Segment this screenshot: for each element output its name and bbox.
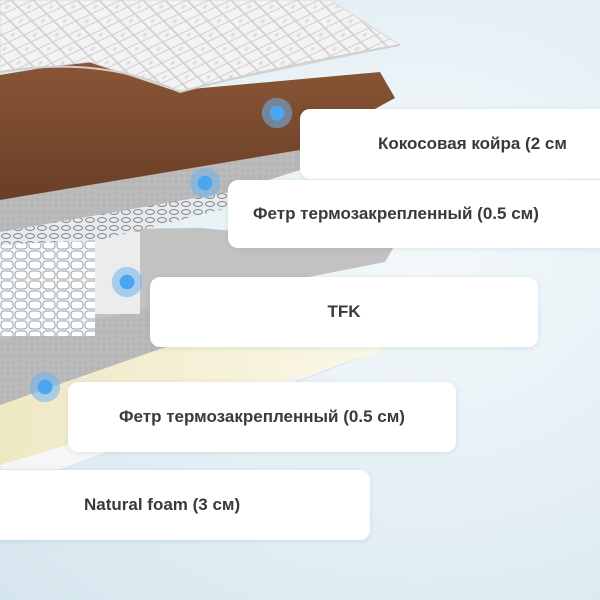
layer-label-coir: Кокосовая койра (2 см	[300, 109, 600, 179]
layer-label-tfk: TFK	[150, 277, 538, 347]
upper-felt-layer	[0, 150, 300, 232]
spring-coils-top	[0, 190, 260, 245]
marker-dot-tfk[interactable]	[110, 265, 144, 299]
marker-dot-coir[interactable]	[260, 96, 294, 130]
coconut-coir-layer	[0, 60, 395, 200]
layer-label-felt-bottom: Фетр термозакрепленный (0.5 см)	[68, 382, 456, 452]
layer-label-felt-top: Фетр термозакрепленный (0.5 см)	[228, 180, 600, 248]
marker-dot-felt-bottom[interactable]	[28, 370, 62, 404]
marker-dot-felt-top[interactable]	[188, 166, 222, 200]
spring-coils-front	[0, 238, 95, 336]
layer-label-natural-foam: Natural foam (3 см)	[0, 470, 370, 540]
